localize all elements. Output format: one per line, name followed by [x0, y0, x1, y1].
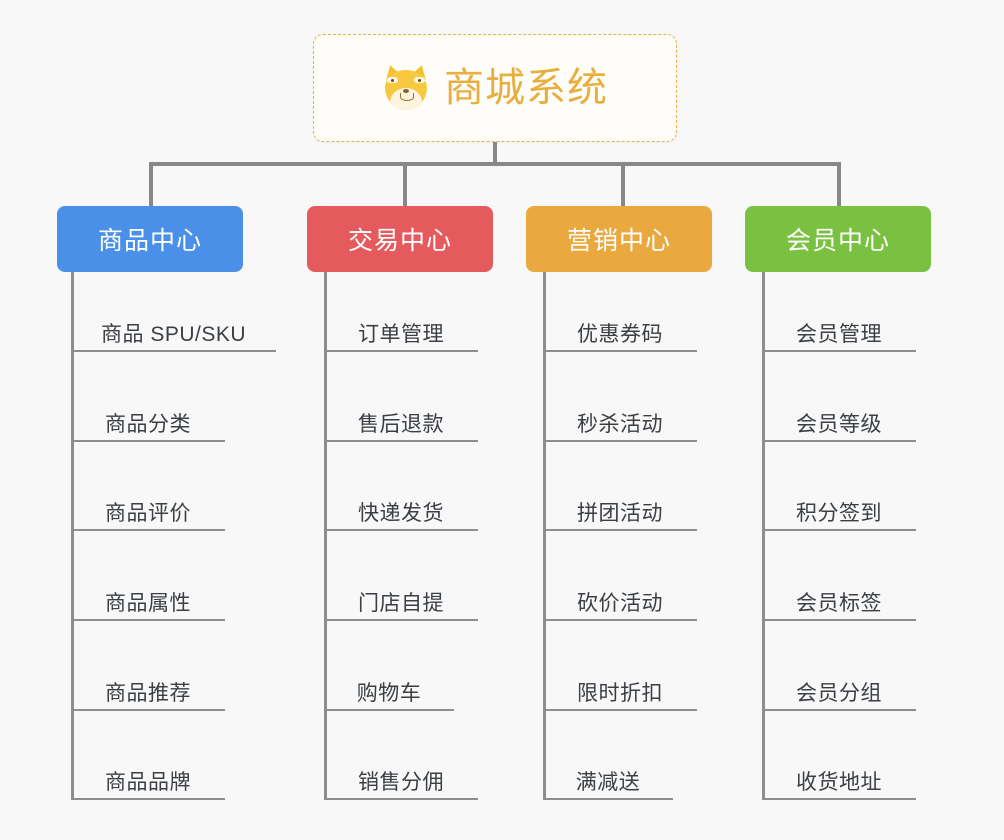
leaf-underline	[71, 619, 225, 621]
leaf-label: 门店自提	[358, 592, 444, 615]
leaf-underline	[324, 619, 478, 621]
category-label-1: 商品中心	[97, 227, 202, 255]
category-box-3[interactable]: 营销中心	[526, 206, 712, 272]
leaf-label: 满减送	[575, 771, 641, 794]
leaf-underline	[543, 529, 697, 531]
leaf-label: 收货地址	[796, 771, 882, 794]
leaf-spine-2	[324, 272, 327, 800]
leaf-label: 商品推荐	[105, 682, 191, 705]
leaf-underline	[543, 619, 697, 621]
category-box-4[interactable]: 会员中心	[745, 206, 931, 272]
leaf-label: 拼团活动	[577, 502, 663, 525]
leaf-label: 售后退款	[358, 413, 444, 436]
leaf-label: 商品属性	[105, 592, 191, 615]
connector-drop-1	[149, 162, 153, 208]
leaf-underline	[324, 529, 478, 531]
connector-root-stem	[493, 142, 497, 164]
shiba-inu-dog-face-icon	[382, 63, 430, 112]
connector-drop-3	[621, 162, 625, 208]
root-node-content: 商城系统	[382, 63, 608, 112]
connector-horizontal-bus	[149, 162, 841, 166]
leaf-label: 销售分佣	[358, 771, 444, 794]
leaf-label: 商品 SPU/SKU	[100, 323, 247, 346]
category-box-1[interactable]: 商品中心	[57, 206, 243, 272]
leaf-underline	[71, 709, 225, 711]
connector-drop-2	[403, 162, 407, 208]
leaf-underline	[762, 798, 916, 800]
category-label-4: 会员中心	[785, 227, 890, 255]
leaf-underline	[324, 350, 478, 352]
leaf-underline	[324, 798, 478, 800]
category-label-2: 交易中心	[347, 227, 452, 255]
leaf-underline	[71, 529, 225, 531]
leaf-spine-4	[762, 272, 765, 800]
leaf-spine-3	[543, 272, 546, 800]
leaf-spine-1	[71, 272, 74, 800]
leaf-underline	[71, 798, 225, 800]
category-label-3: 营销中心	[566, 227, 671, 255]
leaf-label: 限时折扣	[577, 682, 663, 705]
leaf-label: 快递发货	[358, 502, 444, 525]
leaf-underline	[543, 440, 697, 442]
leaf-label: 商品分类	[105, 413, 191, 436]
leaf-label: 砍价活动	[577, 592, 663, 615]
leaf-underline	[762, 709, 916, 711]
leaf-label: 购物车	[356, 682, 422, 705]
leaf-underline	[762, 440, 916, 442]
leaf-label: 商品品牌	[105, 771, 191, 794]
leaf-label: 会员分组	[796, 682, 882, 705]
leaf-underline	[543, 798, 673, 800]
root-node[interactable]: 商城系统	[313, 34, 677, 142]
leaf-label: 商品评价	[105, 502, 191, 525]
leaf-underline	[324, 440, 478, 442]
leaf-underline	[543, 350, 697, 352]
leaf-underline	[543, 709, 697, 711]
leaf-label: 会员管理	[796, 323, 882, 346]
leaf-underline	[762, 619, 916, 621]
leaf-label: 订单管理	[358, 323, 444, 346]
leaf-label: 积分签到	[796, 502, 882, 525]
leaf-underline	[762, 529, 916, 531]
leaf-underline	[762, 350, 916, 352]
leaf-underline	[324, 709, 454, 711]
leaf-underline	[71, 350, 276, 352]
leaf-label: 会员等级	[796, 413, 882, 436]
leaf-label: 优惠券码	[577, 323, 663, 346]
category-box-2[interactable]: 交易中心	[307, 206, 493, 272]
leaf-label: 会员标签	[796, 592, 882, 615]
leaf-underline	[71, 440, 225, 442]
root-node-title: 商城系统	[444, 66, 608, 110]
connector-drop-4	[837, 162, 841, 208]
leaf-label: 秒杀活动	[577, 413, 663, 436]
